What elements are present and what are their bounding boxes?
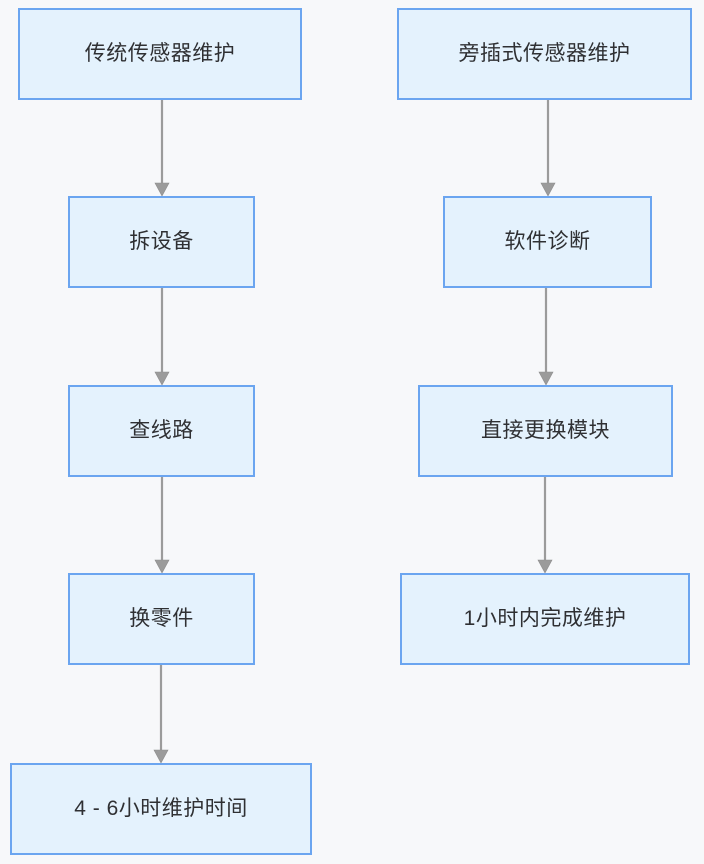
node-label: 直接更换模块 xyxy=(481,419,610,443)
node-disassemble-equipment[interactable]: 拆设备 xyxy=(68,196,255,288)
node-label: 旁插式传感器维护 xyxy=(458,42,631,66)
node-software-diagnosis[interactable]: 软件诊断 xyxy=(443,196,652,288)
node-maintenance-done-within-1-hour[interactable]: 1小时内完成维护 xyxy=(400,573,690,665)
node-direct-module-replacement[interactable]: 直接更换模块 xyxy=(418,385,673,477)
edge-arrowhead-icon xyxy=(154,371,170,386)
edge-arrowhead-icon xyxy=(154,559,170,574)
edge-arrowhead-icon xyxy=(538,371,554,386)
node-maintenance-time-4-to-6-hours[interactable]: 4 - 6小时维护时间 xyxy=(10,763,312,855)
node-label: 查线路 xyxy=(129,419,194,443)
node-replace-parts[interactable]: 换零件 xyxy=(68,573,255,665)
edge-arrowhead-icon xyxy=(540,182,556,197)
node-label: 拆设备 xyxy=(129,230,194,254)
node-label: 1小时内完成维护 xyxy=(463,607,627,631)
node-check-wiring[interactable]: 查线路 xyxy=(68,385,255,477)
node-label: 换零件 xyxy=(129,607,194,631)
node-plugin-sensor-maintenance[interactable]: 旁插式传感器维护 xyxy=(397,8,692,100)
node-label: 4 - 6小时维护时间 xyxy=(74,797,248,821)
edge-arrowhead-icon xyxy=(154,182,170,197)
edge-arrowhead-icon xyxy=(153,749,169,764)
edge-arrowhead-icon xyxy=(537,559,553,574)
node-traditional-sensor-maintenance[interactable]: 传统传感器维护 xyxy=(18,8,302,100)
node-label: 传统传感器维护 xyxy=(84,42,236,66)
node-label: 软件诊断 xyxy=(504,230,591,254)
